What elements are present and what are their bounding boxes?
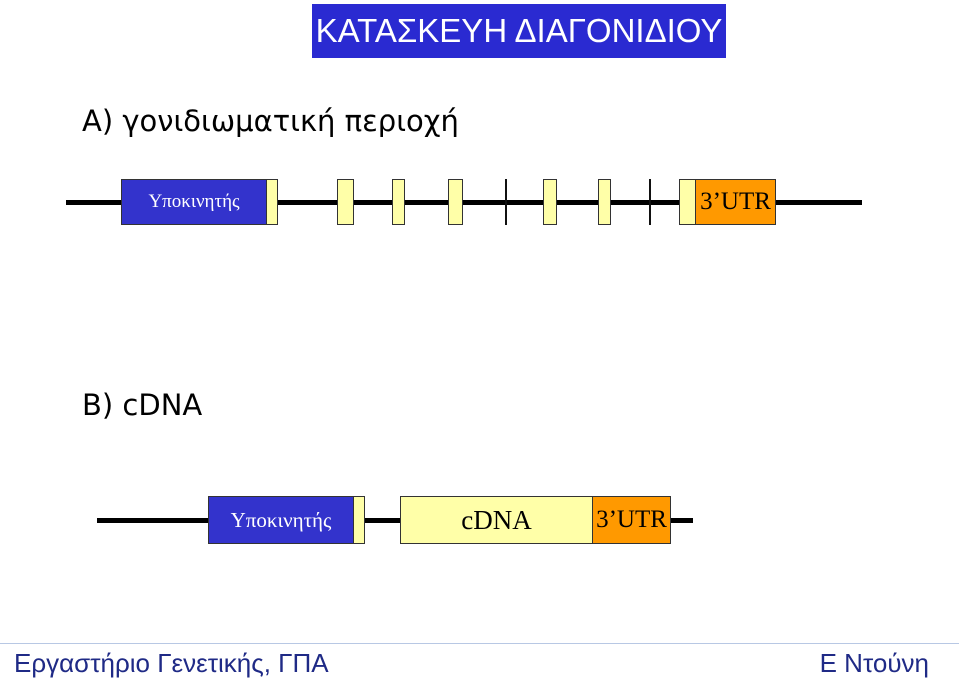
- exon-4: [505, 179, 507, 225]
- last-exon-segment: [679, 179, 696, 225]
- promoter-label-construct: Υποκινητής: [230, 507, 332, 532]
- promoter-box-construct: Υποκινητής: [208, 496, 354, 544]
- section-b-label: B) cDNA: [82, 388, 203, 422]
- promoter-exon-segment: [266, 179, 278, 225]
- utr-box-genomic: 3’UTR: [695, 179, 776, 225]
- cdna-box: cDNA: [400, 496, 593, 544]
- slide-title: ΚΑΤΑΣΚΕΥΗ ΔΙΑΓΟΝΙΔΙΟΥ: [312, 4, 726, 58]
- exon-2: [392, 179, 405, 225]
- exon-5: [543, 179, 557, 225]
- footer-lab-name: Εργαστήριο Γενετικής, ΓΠΑ: [14, 648, 329, 678]
- utr-label-genomic: 3’UTR: [700, 188, 771, 215]
- section-a-label: A) γονιδιωματική περιοχή: [82, 104, 459, 138]
- construct-dna-line: [97, 518, 693, 523]
- exon-3: [448, 179, 463, 225]
- utr-box-construct: 3’UTR: [592, 496, 671, 544]
- exon-6: [598, 179, 611, 225]
- footer-author: Ε Ντούνη: [819, 648, 929, 678]
- promoter-box-genomic: Υποκινητής: [121, 179, 267, 225]
- promoter-label-genomic: Υποκινητής: [148, 191, 240, 212]
- genomic-dna-line: [66, 200, 862, 205]
- exon-1: [337, 179, 354, 225]
- exon-7: [649, 179, 651, 225]
- cdna-label: cDNA: [461, 504, 532, 535]
- promoter-exon-segment-construct: [353, 496, 365, 544]
- footer-divider: [0, 643, 959, 644]
- utr-label-construct: 3’UTR: [596, 506, 667, 533]
